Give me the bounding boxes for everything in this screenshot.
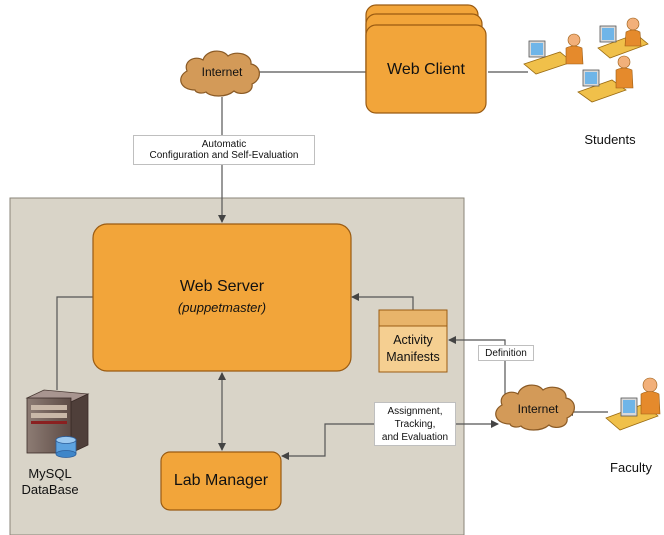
lab-manager-box — [160, 451, 282, 511]
internet-top-label: Internet — [201, 65, 243, 79]
faculty-label: Faculty — [610, 459, 652, 475]
database-server-icon — [25, 389, 90, 458]
web-server-title: Web Server — [179, 278, 265, 295]
arrow-internet-manifests — [448, 336, 506, 400]
definition-label: Definition — [478, 345, 534, 361]
mysql-database-label: MySQL DataBase — [21, 466, 79, 497]
auto-config-label: Automatic Configuration and Self-Evaluat… — [133, 135, 315, 165]
assignment-label: Assignment, Tracking, and Evaluation — [374, 402, 456, 446]
cloud-icon — [180, 50, 260, 97]
cloud-icon — [495, 384, 575, 431]
lab-manager-label: Lab Manager — [173, 472, 269, 489]
connectors — [56, 71, 608, 460]
internet-right-label: Internet — [517, 402, 559, 416]
people-at-computers-icon — [523, 17, 649, 103]
web-client-stack — [365, 4, 487, 114]
web-server-subtitle: (puppetmaster) — [177, 299, 267, 315]
activity-manifests-label: Activity Manifests — [386, 333, 440, 364]
web-server-box — [92, 223, 352, 372]
activity-manifests-shape — [378, 309, 448, 373]
line-mysql-webserver — [56, 296, 93, 390]
arrow-manifests-webserver — [351, 293, 414, 310]
students-label: Students — [584, 131, 636, 147]
person-at-computer-icon — [605, 377, 661, 431]
web-client-label: Web Client — [387, 61, 465, 78]
